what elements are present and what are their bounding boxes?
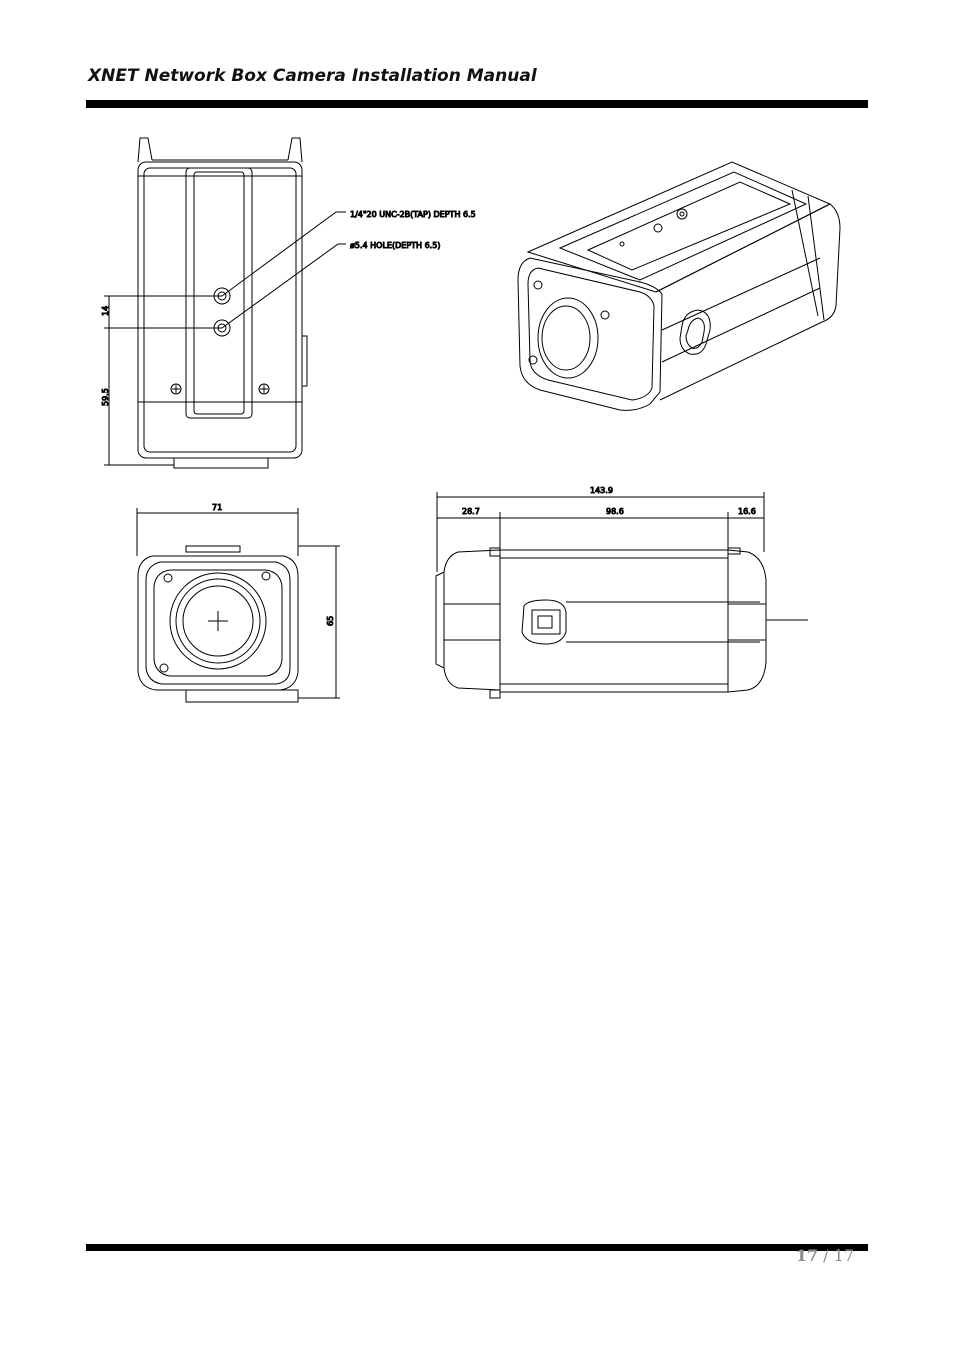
front-view	[136, 508, 340, 703]
tap-hole-label: 1/4"20 UNC-2B(TAP) DEPTH 6.5	[350, 210, 476, 219]
page-separator: /	[818, 1246, 834, 1265]
page-number: 17 / 17	[796, 1246, 854, 1265]
dim-rear-section: 16.6	[738, 507, 756, 516]
dim-front-section: 28.7	[462, 507, 480, 516]
dim-front-width: 71	[212, 503, 222, 512]
hole-label: ø5.4 HOLE(DEPTH 6.5)	[350, 241, 440, 250]
dim-top-height: 59.5	[101, 388, 110, 406]
header-rule	[86, 100, 868, 108]
top-view	[104, 137, 346, 469]
page-total: 17	[833, 1246, 854, 1265]
dim-body-section: 98.6	[606, 507, 624, 516]
dim-total-length: 143.9	[590, 486, 613, 495]
page-current: 17	[795, 1246, 819, 1265]
header-title: XNET Network Box Camera Installation Man…	[88, 66, 537, 86]
dim-hole-spacing: 14	[101, 306, 110, 316]
dim-front-height: 65	[326, 616, 335, 626]
isometric-view	[517, 161, 841, 411]
side-view	[435, 492, 808, 699]
footer-rule	[86, 1244, 868, 1251]
